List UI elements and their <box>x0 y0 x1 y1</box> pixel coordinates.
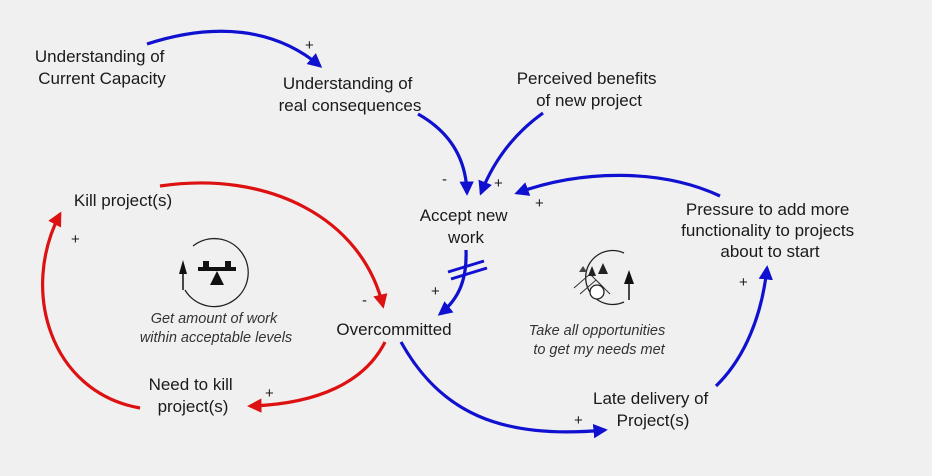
link-kill-to-overcommitted <box>159 181 388 309</box>
sign-accept-to-overcommitted: + <box>431 283 440 300</box>
balancing-loop-label: Get amount of work within acceptable lev… <box>140 311 292 346</box>
link-benefits-to-accept <box>478 111 544 196</box>
var-late-delivery: Late delivery of Project(s) <box>593 389 713 430</box>
var-kill-projects: Kill project(s) <box>74 191 172 210</box>
sign-capacity-to-consequences: + <box>305 37 314 54</box>
link-accept-to-overcommitted <box>437 249 468 316</box>
snowball-icon <box>573 249 634 306</box>
sign-overcommitted-to-need: + <box>265 385 274 402</box>
link-pressure-to-accept <box>514 173 721 198</box>
balance-scale-icon <box>179 237 249 308</box>
var-accept-new-work: Accept new work <box>420 206 513 247</box>
sign-late-to-pressure: + <box>739 274 748 291</box>
link-late-to-pressure <box>714 265 773 388</box>
var-understanding-current-capacity: Understanding of Current Capacity <box>35 47 169 88</box>
var-need-to-kill: Need to kill project(s) <box>149 375 238 416</box>
link-overcommitted-to-late <box>399 341 608 439</box>
sign-overcommitted-to-late: + <box>574 412 583 429</box>
var-understanding-real-consequences: Understanding of real consequences <box>279 74 422 115</box>
var-pressure-functionality: Pressure to add more functionality to pr… <box>681 200 859 261</box>
link-need-to-kill <box>41 211 141 410</box>
sign-kill-to-overcommitted: - <box>362 292 367 309</box>
link-capacity-to-consequences <box>146 29 323 68</box>
var-overcommitted: Overcommitted <box>336 320 451 339</box>
sign-benefits-to-accept: + <box>494 175 503 192</box>
sign-pressure-to-accept: + <box>535 195 544 212</box>
link-overcommitted-to-need <box>247 341 387 413</box>
sign-consequences-to-accept: - <box>442 171 447 188</box>
delay-icon <box>447 259 488 281</box>
link-consequences-to-accept <box>417 112 474 196</box>
reinforcing-loop-label: Take all opportunities to get my needs m… <box>529 323 670 358</box>
sign-need-to-kill-to-kill: + <box>71 231 80 248</box>
var-perceived-benefits: Perceived benefits of new project <box>517 69 662 110</box>
